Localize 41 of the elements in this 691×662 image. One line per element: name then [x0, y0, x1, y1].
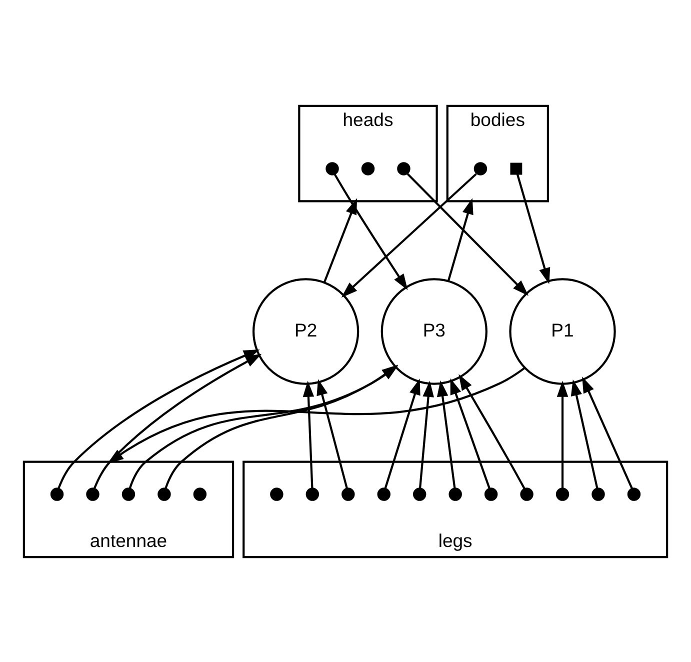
node-circle	[448, 487, 462, 500]
node-circle	[361, 162, 375, 175]
node-circle	[193, 487, 207, 500]
arrow	[418, 380, 434, 488]
node-circle	[158, 487, 171, 500]
node-circle	[474, 162, 488, 175]
node-circle	[627, 487, 641, 500]
node-circle	[556, 487, 570, 500]
arrow	[406, 172, 528, 296]
node-circle	[50, 487, 64, 500]
arrow	[436, 380, 456, 488]
cluster: antennae	[22, 460, 234, 558]
arrow	[556, 380, 568, 488]
arrow	[458, 374, 526, 488]
node-circle	[122, 487, 136, 500]
cluster: heads	[298, 104, 438, 202]
arrow	[341, 172, 477, 298]
arrow	[447, 198, 474, 281]
arrow	[450, 378, 490, 488]
node-circle	[342, 487, 355, 500]
node-circle	[270, 487, 284, 500]
cluster: bodies	[446, 104, 550, 202]
cluster: legs	[242, 460, 668, 558]
node-circle	[592, 487, 605, 500]
node-circle	[86, 487, 100, 500]
node-circle	[397, 162, 410, 175]
arrow	[516, 174, 550, 284]
node-box	[510, 162, 522, 174]
node-circle	[484, 487, 498, 500]
node-circle	[306, 487, 320, 500]
node-circle	[326, 162, 339, 175]
arrow	[316, 378, 348, 488]
arrow	[334, 173, 408, 290]
node-circle	[520, 487, 534, 500]
node-circle	[377, 487, 390, 500]
arrow	[570, 378, 598, 488]
arrow	[93, 353, 262, 488]
arrow	[384, 378, 420, 488]
arrow	[582, 376, 633, 488]
node-circle	[412, 487, 426, 500]
arrow	[302, 380, 314, 488]
